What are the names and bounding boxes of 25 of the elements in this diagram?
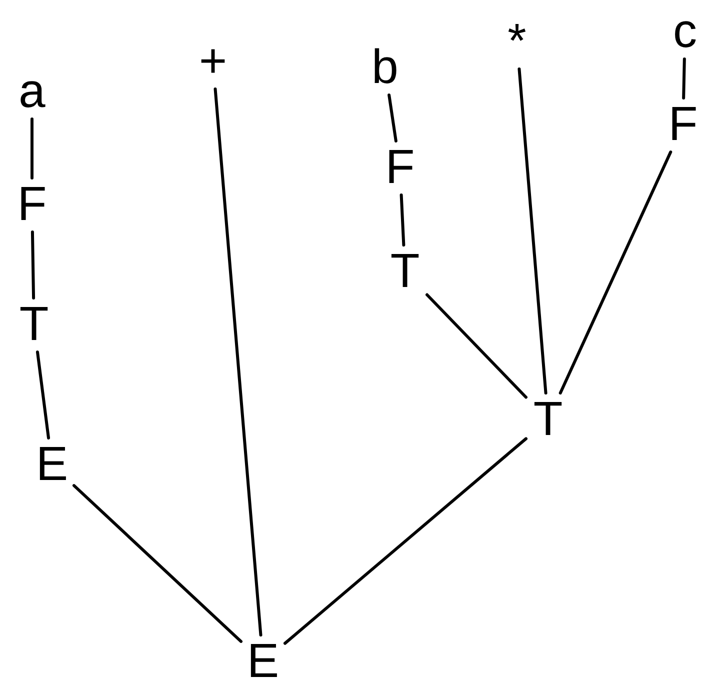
symbol-label: F [668,101,698,149]
symbol-label: F [17,181,47,229]
tree-line [558,150,672,394]
tree-line [30,230,36,300]
tree-line [682,58,686,100]
tree-line [214,88,262,636]
tree-line [426,293,528,399]
symbol-label: a [18,68,46,116]
tree-line [518,68,548,394]
symbol-label: b [372,44,398,92]
tree-line [72,484,242,643]
symbol-label: * [508,18,526,66]
symbol-label: T [19,301,49,349]
symbol-label: E [36,441,68,489]
symbol-label: + [198,38,228,86]
symbol-label: c [673,8,697,56]
symbol-label: T [390,248,420,296]
tree-line [400,194,406,246]
tree-line [284,437,528,645]
symbol-label: E [246,638,279,686]
tree-line [36,350,50,440]
symbol-label: F [385,144,415,192]
tree-line [388,94,398,142]
tree-line [30,118,34,180]
symbol-label: T [533,396,563,444]
